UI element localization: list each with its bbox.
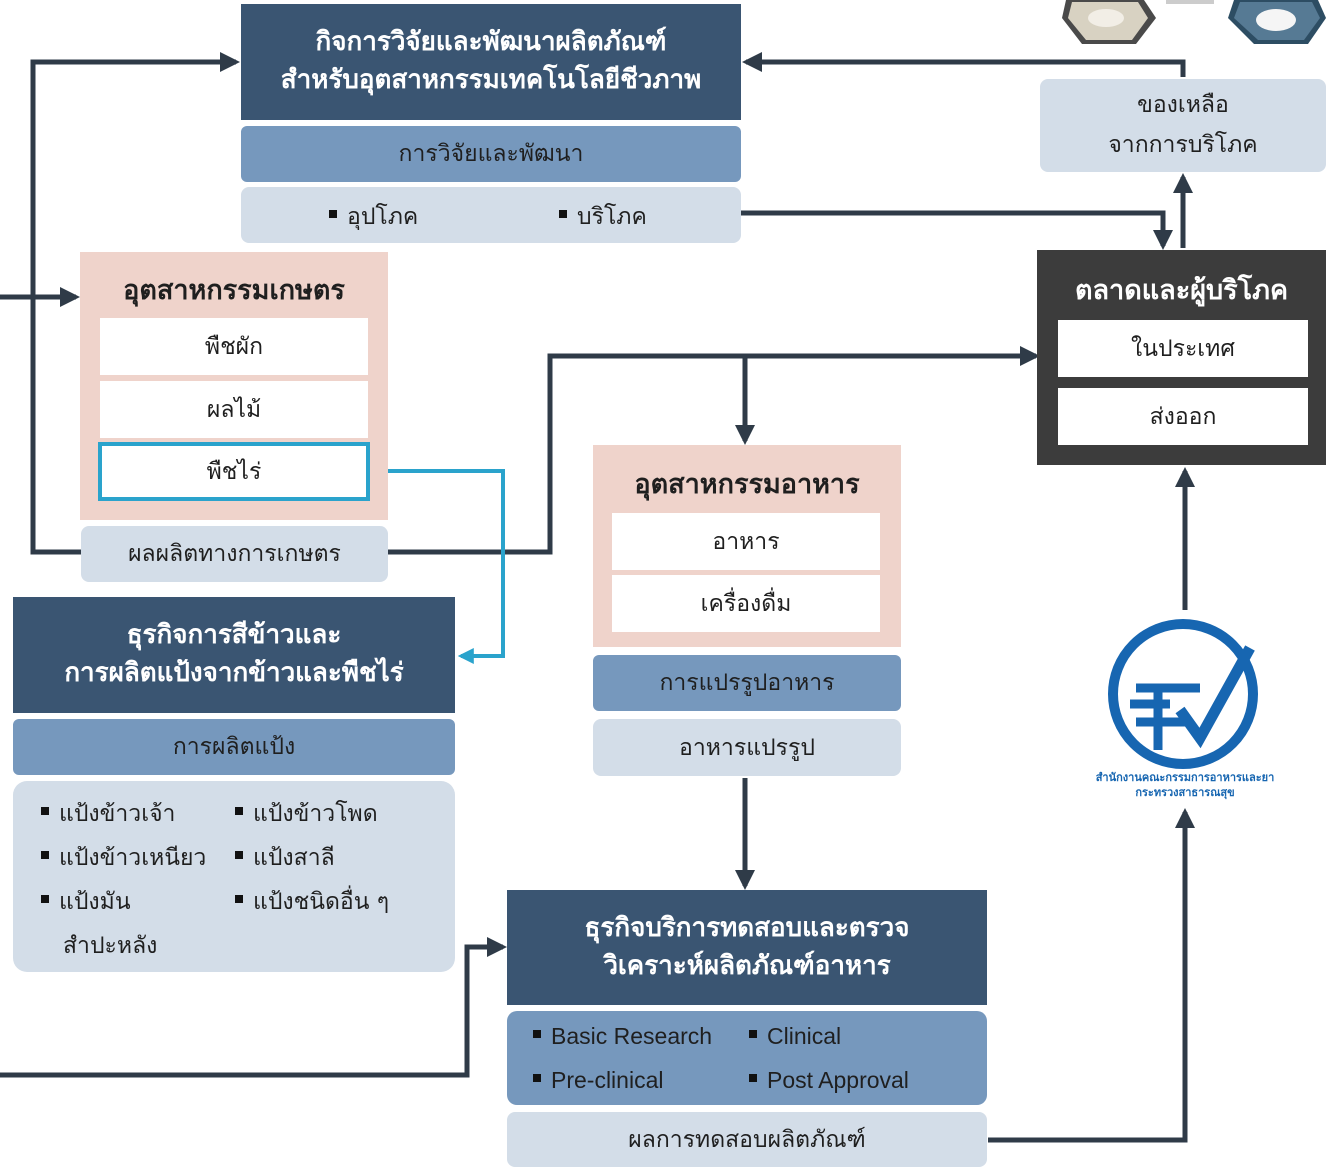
fda-caption: สำนักงานคณะกรรมการอาหารและยา กระทรวงสาธา…: [1060, 770, 1310, 801]
testing-footer: ผลการทดสอบผลิตภัณฑ์: [507, 1112, 987, 1167]
rnd-section: การวิจัยและพัฒนา: [241, 126, 741, 182]
testing-title-line1: ธุรกิจบริการทดสอบและตรวจ: [584, 912, 910, 943]
arrow-crops-to-rice: [370, 469, 505, 664]
testing-items: Basic Research Clinical Pre-clinical Pos…: [507, 1011, 987, 1105]
rice-item-corn-flour: แป้งข้าวโพด: [235, 796, 378, 832]
food-title: อุตสาหกรรมอาหาร: [634, 469, 860, 500]
testing-title-line2: วิเคราะห์ผลิตภัณฑ์อาหาร: [603, 950, 891, 981]
rice-item-wheat-flour: แป้งสาลี: [235, 840, 335, 876]
fda-caption-line2: กระทรวงสาธารณสุข: [1135, 786, 1235, 800]
testing-item-post-approval: Post Approval: [749, 1067, 909, 1094]
food-item-food: อาหาร: [612, 513, 880, 570]
rice-title: ธุรกิจการสีข้าวและ การผลิตแป้งจากข้าวและ…: [13, 597, 455, 713]
rice-item-other-flour: แป้งชนิดอื่น ๆ: [235, 884, 389, 920]
food-section: การแปรรูปอาหาร: [593, 655, 901, 711]
arrow-into-testing: [0, 937, 507, 1078]
agri-item-fruits: ผลไม้: [100, 381, 368, 438]
rice-item-tapioca-flour-line2: สำปะหลัง: [63, 933, 158, 959]
rice-item-tapioca-flour: แป้งมัน: [41, 884, 131, 920]
rnd-title-line2: สำหรับอุตสาหกรรมเทคโนโลยีชีวภาพ: [280, 65, 702, 95]
rice-item-rice-flour: แป้งข้าวเจ้า: [41, 796, 175, 832]
leftover-box: ของเหลือ จากการบริโภค: [1040, 79, 1326, 172]
lab-photo-thumbnails: [1062, 0, 1326, 44]
rice-section: การผลิตแป้ง: [13, 719, 455, 775]
arrow-leftover-to-rnd: [742, 52, 1186, 77]
arrow-testing-to-fda: [988, 808, 1195, 1143]
agri-item-field-crops: พืชไร่: [98, 442, 370, 501]
arrow-agri-to-market: [388, 346, 1040, 555]
agriculture-title: อุตสาหกรรมเกษตร: [123, 275, 345, 306]
market-item-export: ส่งออก: [1058, 388, 1308, 445]
rice-item-glutinous-flour: แป้งข้าวเหนียว: [41, 840, 206, 876]
rnd-items: อุปโภค บริโภค: [241, 187, 741, 243]
agri-item-vegetables: พืชผัก: [100, 318, 368, 375]
rice-title-line2: การผลิตแป้งจากข้าวและพืชไร่: [64, 658, 404, 688]
agri-footer: ผลผลิตทางการเกษตร: [81, 526, 388, 582]
rnd-title-line1: กิจการวิจัยและพัฒนาผลิตภัณฑ์: [315, 27, 667, 58]
arrow-rnd-to-market: [741, 210, 1173, 250]
rice-items: แป้งข้าวเจ้า แป้งข้าวโพด แป้งข้าวเหนียว …: [13, 781, 455, 972]
rnd-item-consumables: บริโภค: [559, 199, 647, 235]
market-title: ตลาดและผู้บริโภค: [1074, 275, 1289, 306]
rnd-title: กิจการวิจัยและพัฒนาผลิตภัณฑ์ สำหรับอุตสา…: [241, 4, 741, 120]
testing-title: ธุรกิจบริการทดสอบและตรวจ วิเคราะห์ผลิตภั…: [507, 890, 987, 1005]
fda-logo: [1108, 619, 1258, 769]
arrow-agri-to-rnd: [30, 52, 240, 555]
testing-item-clinical: Clinical: [749, 1023, 841, 1050]
leftover-line2: จากการบริโภค: [1108, 131, 1258, 158]
testing-item-pre-clinical: Pre-clinical: [533, 1067, 663, 1094]
rice-title-line1: ธุรกิจการสีข้าวและ: [126, 620, 342, 651]
testing-item-basic-research: Basic Research: [533, 1023, 712, 1050]
market-item-domestic: ในประเทศ: [1058, 320, 1308, 377]
food-item-beverage: เครื่องดื่ม: [612, 575, 880, 632]
rnd-item-consumer-goods: อุปโภค: [329, 199, 418, 235]
fda-caption-line1: สำนักงานคณะกรรมการอาหารและยา: [1095, 771, 1275, 784]
food-footer: อาหารแปรรูป: [593, 719, 901, 776]
leftover-line1: ของเหลือ: [1137, 92, 1229, 119]
